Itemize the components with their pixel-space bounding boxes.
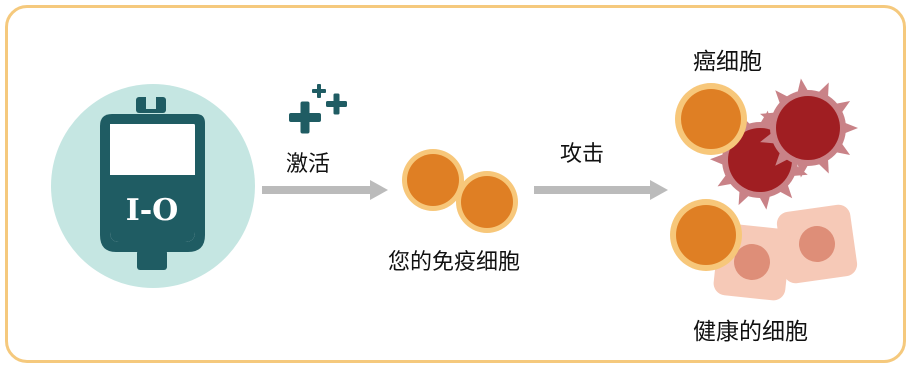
immune-cell-near-healthy xyxy=(670,199,742,271)
healthy-cell xyxy=(776,204,858,284)
iv-bag-icon xyxy=(100,97,205,270)
iv-bag-label: I-O xyxy=(126,193,179,228)
immune-cell-pair xyxy=(402,149,518,233)
cancer-cell xyxy=(710,110,809,210)
cancer-cell-cluster xyxy=(710,78,858,210)
healthy-cells-label: 健康的细胞 xyxy=(693,319,808,345)
immune-cells-label: 您的免疫细胞 xyxy=(388,250,521,275)
immune-cell-attacking-cancer xyxy=(675,83,747,155)
cancer-cell xyxy=(760,78,858,178)
iv-bag-group: I-O xyxy=(51,84,255,288)
activate-label: 激活 xyxy=(286,152,331,177)
cancer-cells-label: 癌细胞 xyxy=(693,49,762,75)
arrow-right-icon xyxy=(262,180,388,200)
attack-label: 攻击 xyxy=(560,142,605,167)
sparkle-plus-icon xyxy=(289,84,347,134)
arrow-right-icon xyxy=(534,180,668,200)
